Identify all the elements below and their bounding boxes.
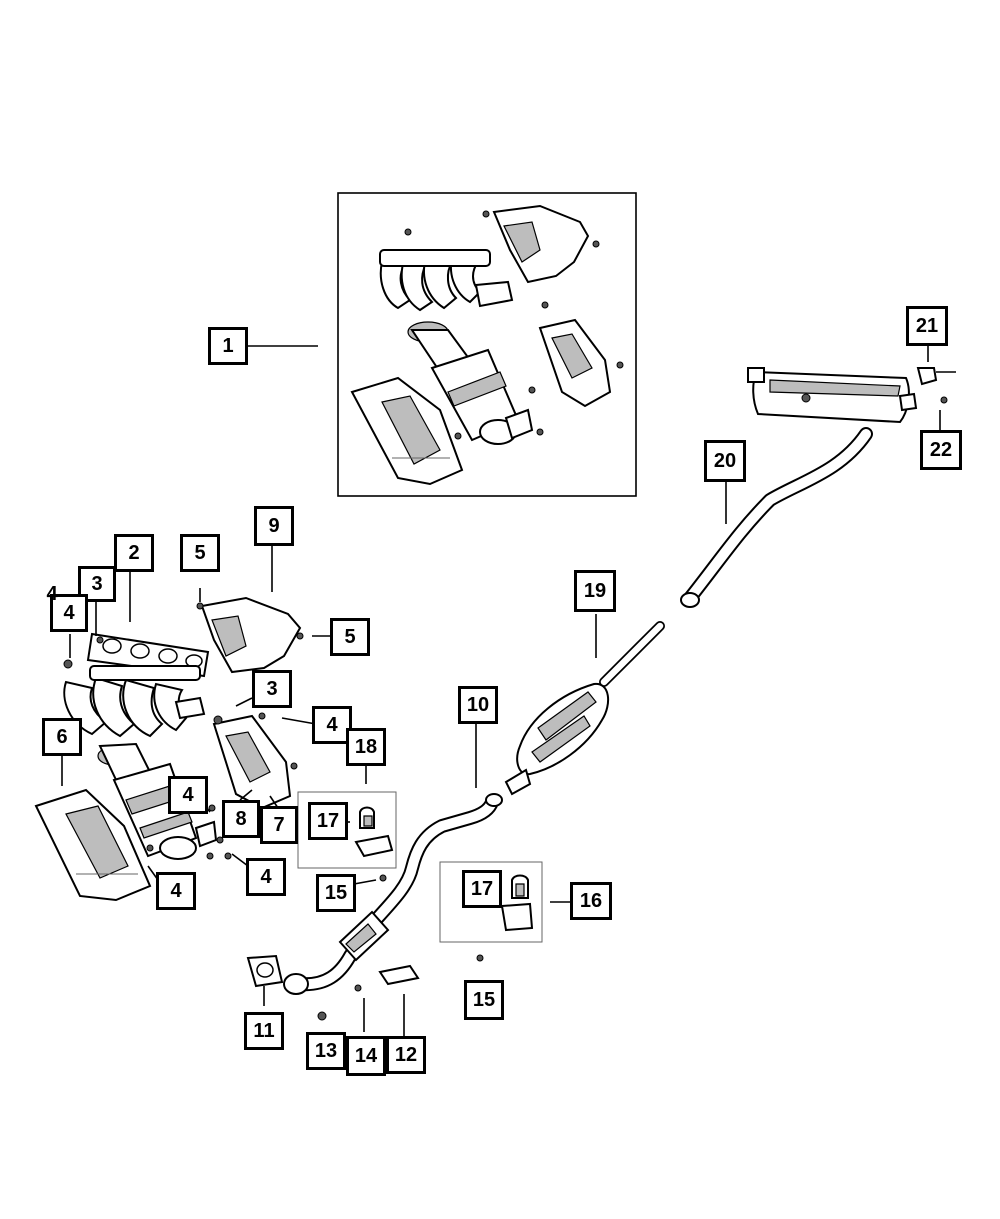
callout-21: 21: [906, 306, 948, 346]
callout-11: 11: [244, 1012, 284, 1050]
callout-1: 1: [208, 327, 248, 365]
callout-8: 8: [222, 800, 260, 838]
pipe-bracket: [378, 964, 420, 986]
callout-13: 13: [306, 1032, 346, 1070]
callout-4d: 4: [156, 872, 196, 910]
callout-15b: 15: [464, 980, 504, 1020]
callout-4c: 4: [168, 776, 208, 814]
callout-5b: 5: [330, 618, 370, 656]
intermediate-pipe: [680, 427, 873, 608]
resonator: [504, 621, 665, 796]
callout-14: 14: [346, 1036, 386, 1076]
callout-4a: 4: [50, 594, 88, 632]
callout-17a: 17: [308, 802, 348, 840]
front-pipe: [283, 793, 503, 995]
callout-16: 16: [570, 882, 612, 920]
upper-heat-shield: [200, 596, 302, 674]
callout-22: 22: [920, 430, 962, 470]
callout-17b: 17: [462, 870, 502, 908]
front-pipe-gasket: [246, 954, 284, 988]
exhaust-manifold: [63, 665, 206, 786]
hanger-group-left: [297, 791, 397, 869]
callout-4b: 4: [312, 706, 352, 744]
callout-12: 12: [386, 1036, 426, 1074]
callout-2: 2: [114, 534, 154, 572]
fasteners-center: [317, 874, 484, 1021]
callout-9: 9: [254, 506, 294, 546]
callout-4e: 4: [246, 858, 286, 896]
inset-lower-heat-shield: [538, 318, 612, 408]
callout-15a: 15: [316, 874, 356, 912]
fasteners-left: [63, 602, 304, 860]
muffler: [747, 367, 918, 424]
callout-19: 19: [574, 570, 616, 612]
callout-18: 18: [346, 728, 386, 766]
callout-7: 7: [260, 806, 298, 844]
callout-5a: 5: [180, 534, 220, 572]
hanger-group-right: [439, 861, 543, 943]
inset-converter-heat-shield: [350, 376, 464, 486]
leader-lines: [61, 345, 941, 1036]
callout-3b: 3: [252, 670, 292, 708]
callout-20: 20: [704, 440, 746, 482]
muffler-hanger: [916, 367, 956, 404]
inset-assembly-frame: [337, 192, 637, 497]
inset-upper-heat-shield: [482, 204, 600, 284]
callout-6: 6: [42, 718, 82, 756]
front-heat-shield: [34, 788, 152, 902]
callout-10: 10: [458, 686, 498, 724]
inset-manifold-assembly: [379, 228, 624, 445]
lower-heat-shield: [212, 714, 292, 810]
